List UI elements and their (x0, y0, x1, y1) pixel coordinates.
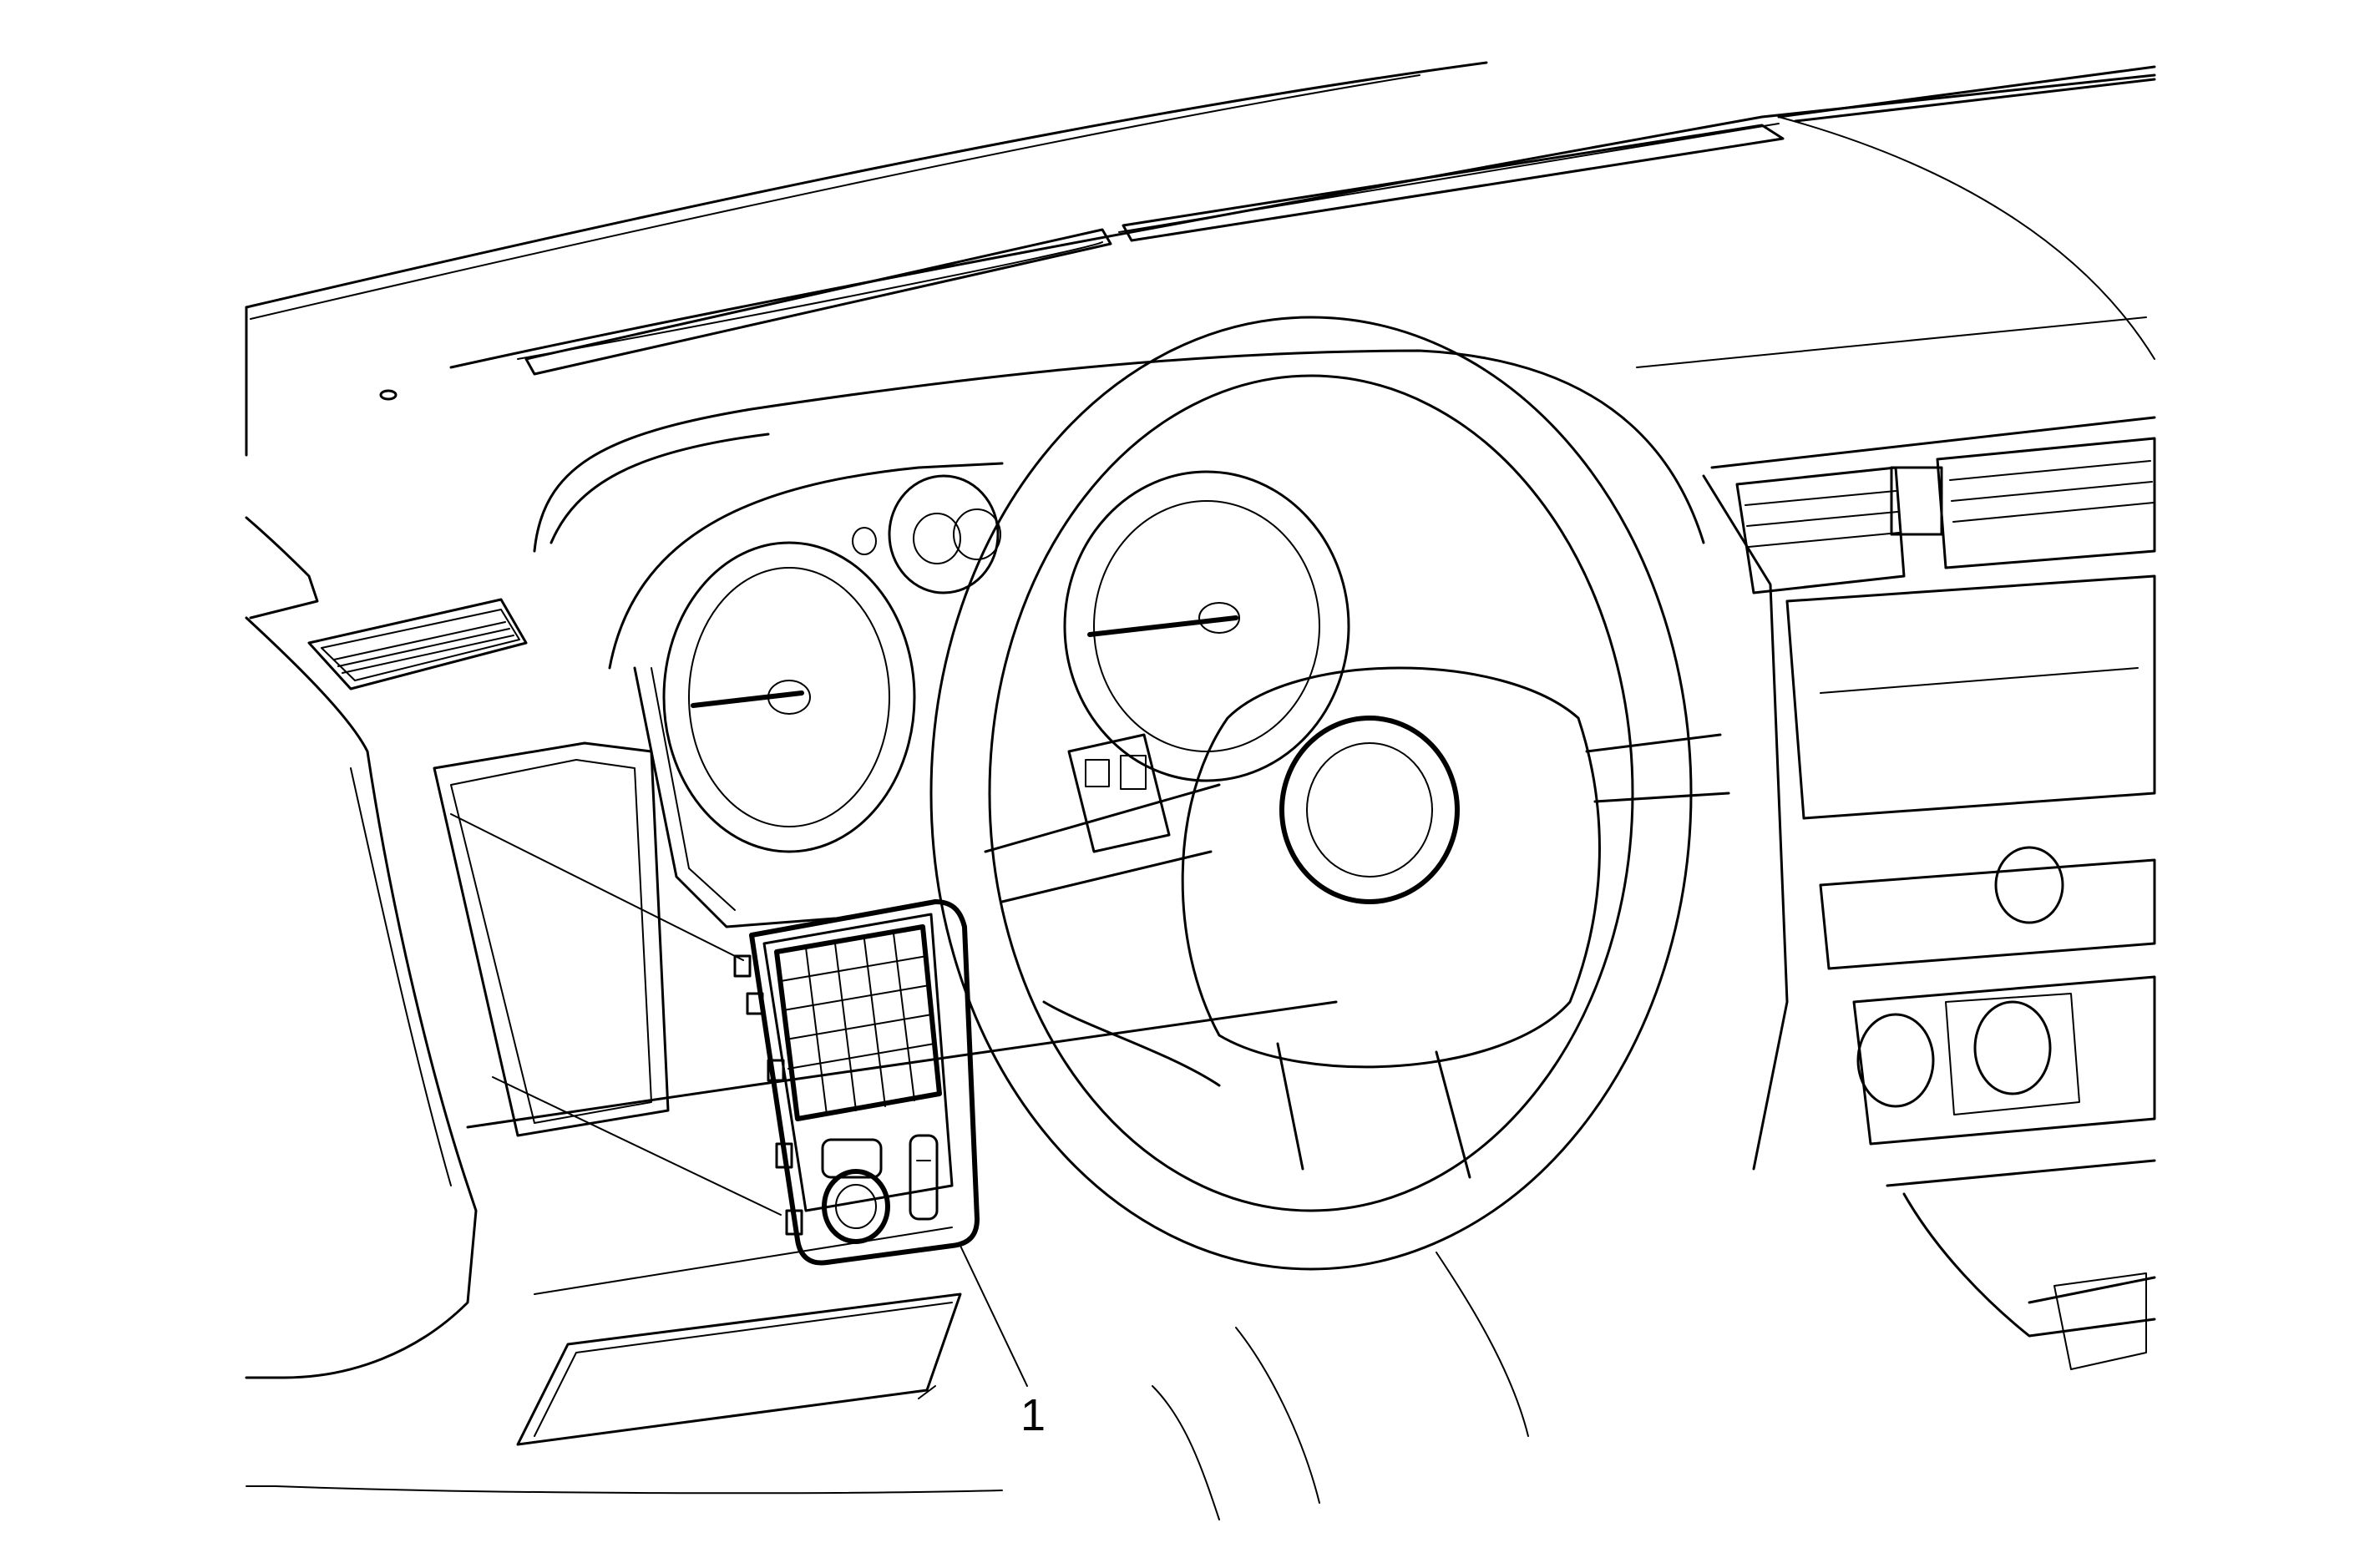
leader-lines (450, 813, 1028, 1387)
lower-air-vent (774, 924, 942, 1121)
steering-wheel (929, 316, 1730, 1271)
panel-retaining-clips (733, 954, 803, 1236)
lower-dash-panel (433, 741, 1529, 1520)
callout-label-1: 1 (1020, 1390, 1046, 1440)
headlamp-switch-knob (821, 1138, 890, 1244)
windshield-lines (245, 61, 2156, 320)
instrument-cluster-hood (533, 349, 1705, 928)
center-stack (1702, 416, 2156, 1370)
tachometer-gauge (662, 541, 916, 853)
dimmer-switch (909, 1134, 939, 1221)
left-vent-slats (333, 621, 514, 674)
dash-left-side (245, 516, 1003, 1495)
fuel-temp-gauges (852, 474, 1001, 594)
speedometer-gauge (1063, 470, 1350, 782)
lower-air-vent-grid (780, 933, 935, 1115)
dash-top-panel (245, 73, 2156, 457)
headlamp-switch-panel (749, 899, 980, 1266)
center-vent-slats (1744, 460, 2155, 548)
